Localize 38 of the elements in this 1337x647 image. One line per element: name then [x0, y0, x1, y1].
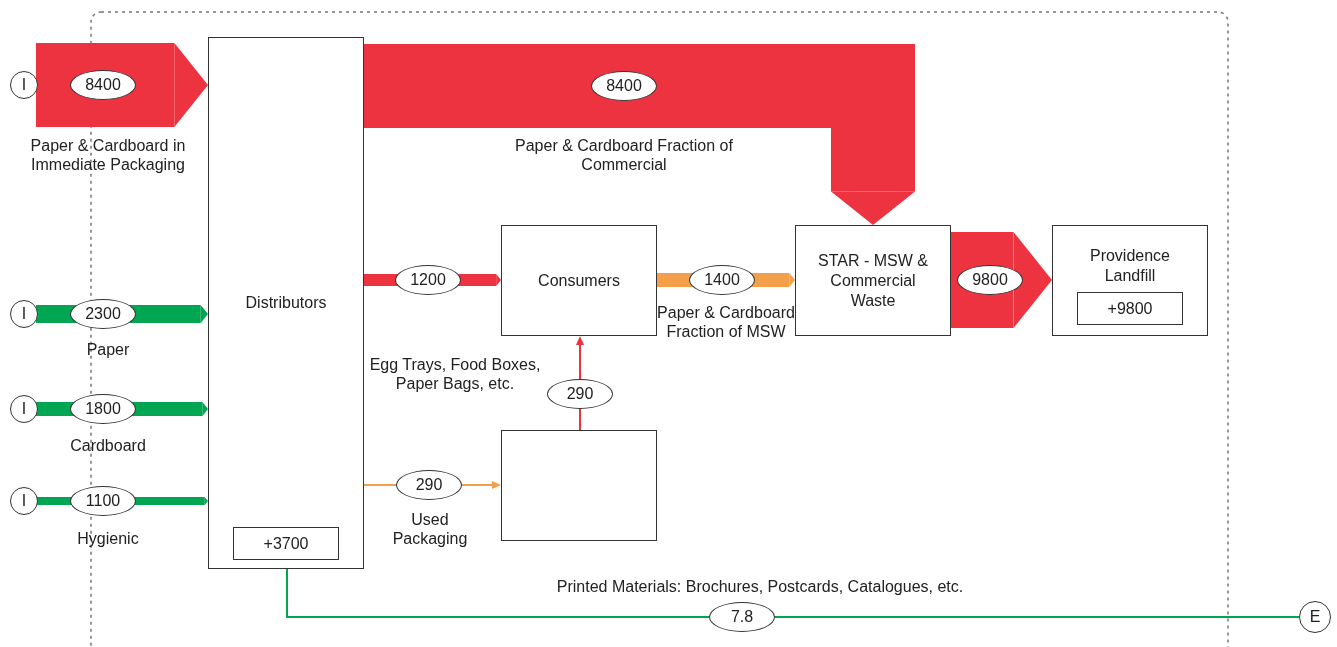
stock-box [233, 527, 339, 560]
flow-caption: Paper [85, 340, 131, 359]
node-label: I [21, 491, 27, 511]
process-box [501, 430, 657, 541]
flow-band [36, 43, 208, 127]
node-label: +9800 [1107, 298, 1153, 319]
flow-band [951, 232, 1052, 328]
node-label: Providence Landfill [1088, 246, 1171, 286]
flow-caption: Paper & Cardboard Fraction of MSW [656, 303, 796, 341]
node-label: E [1309, 607, 1321, 627]
stock-box [1077, 292, 1183, 325]
edge-label: 1400 [689, 265, 755, 295]
edge-label: 290 [396, 470, 462, 500]
edge-label: 290 [547, 379, 613, 409]
node-label: I [21, 75, 27, 95]
edge-label: 1800 [70, 394, 136, 424]
edge-label: 1100 [70, 486, 136, 516]
process-box [1052, 225, 1208, 336]
flow-caption: Printed Materials: Brochures, Postcards, Catalogues, etc. [555, 577, 965, 596]
flow-band [364, 44, 915, 225]
node-label: +3700 [263, 533, 309, 554]
flow-caption: Cardboard [69, 436, 147, 455]
node-label: I [21, 399, 27, 419]
node-label: STAR - MSW & Commercial Waste [817, 250, 929, 311]
node-label: Consumers [538, 270, 620, 291]
flow-caption: Egg Trays, Food Boxes, Paper Bags, etc. [368, 355, 542, 393]
process-box [795, 225, 951, 336]
edge-label: 2300 [70, 299, 136, 329]
flow-caption: Hygienic [76, 529, 140, 548]
node-label: Distributors [245, 293, 327, 313]
process-box [208, 37, 364, 569]
flow-caption: Paper & Cardboard Fraction of Commercial [514, 136, 734, 174]
node-label: I [21, 304, 27, 324]
edge-label: 1200 [395, 265, 461, 295]
flow-caption: Paper & Cardboard in Immediate Packaging [29, 136, 187, 174]
process-box [501, 225, 657, 336]
edge-label: 7.8 [709, 602, 775, 632]
flow-caption: Used Packaging [391, 510, 469, 548]
